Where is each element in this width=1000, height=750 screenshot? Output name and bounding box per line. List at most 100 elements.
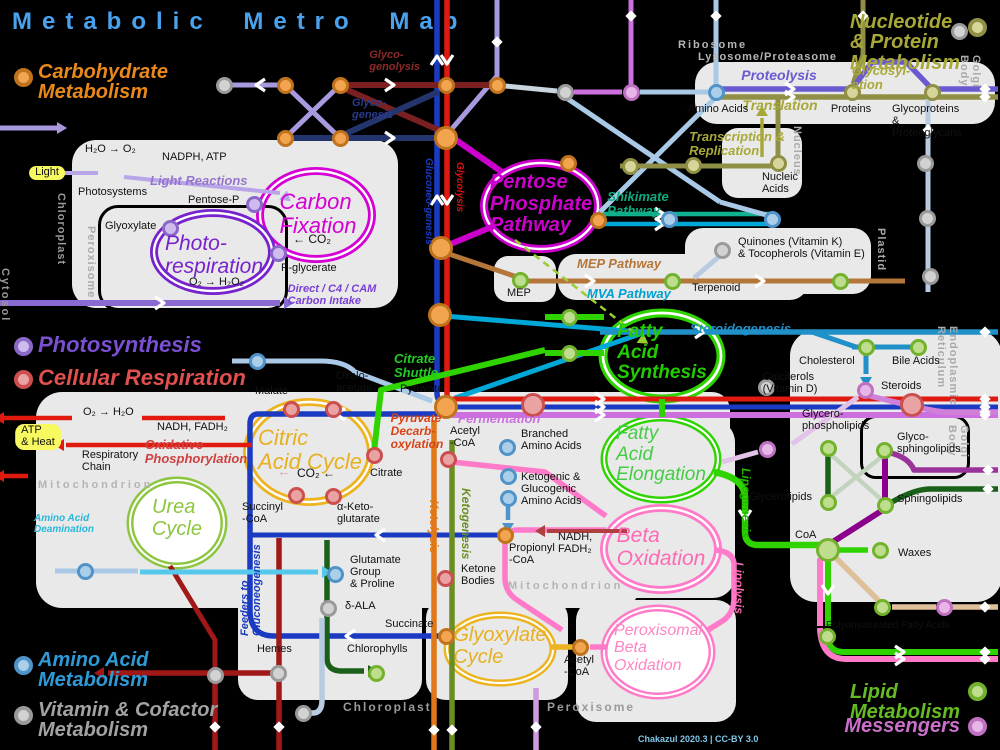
legend-label: Carbohydrate Metabolism bbox=[38, 61, 169, 104]
map-label: Chloroplast bbox=[343, 700, 432, 714]
map-label: MEP bbox=[507, 287, 531, 299]
station bbox=[950, 22, 968, 40]
map-label: Respiratory Chain bbox=[81, 449, 139, 473]
station bbox=[909, 338, 927, 356]
map-label: Light bbox=[29, 166, 65, 180]
map-label: ← bbox=[277, 463, 291, 479]
station bbox=[713, 241, 731, 259]
map-label: Glutamate Group & Proline bbox=[350, 554, 401, 590]
station bbox=[819, 493, 837, 511]
station bbox=[215, 76, 233, 94]
map-label: Malate bbox=[255, 385, 289, 397]
map-label: Amino Acids bbox=[687, 103, 749, 115]
map-label: Photosystems bbox=[78, 186, 148, 198]
station bbox=[819, 439, 837, 457]
station bbox=[935, 598, 953, 616]
map-label: CO₂ ← bbox=[297, 466, 335, 480]
map-label: O₂ → H₂O₂ bbox=[189, 276, 244, 288]
station bbox=[319, 599, 337, 617]
legend-circle bbox=[968, 682, 987, 701]
map-label: Cholesterol bbox=[799, 355, 855, 367]
station bbox=[769, 154, 787, 172]
map-label: ATP & Heat bbox=[15, 424, 61, 450]
station bbox=[707, 83, 725, 101]
map-label: Light Reactions bbox=[150, 173, 248, 188]
map-label: Nucleic Acids bbox=[761, 171, 799, 195]
map-label: Waxes bbox=[898, 547, 932, 559]
station bbox=[663, 272, 681, 290]
station bbox=[560, 308, 578, 326]
station bbox=[871, 541, 889, 559]
map-label: Glyco- genesis bbox=[352, 97, 393, 121]
map-label: Pentose Phosphate Pathway bbox=[489, 171, 593, 237]
station bbox=[873, 598, 891, 616]
station bbox=[161, 219, 179, 237]
map-label: Glyoxylate Cycle bbox=[453, 624, 547, 668]
map-label: Urea Cycle bbox=[151, 496, 203, 540]
station bbox=[499, 489, 517, 507]
station bbox=[900, 393, 924, 417]
station bbox=[757, 378, 775, 396]
map-label: Transcription & Replication bbox=[689, 129, 785, 159]
map-label: Glycosyl- ation bbox=[851, 63, 911, 93]
legend-circle bbox=[968, 717, 987, 736]
map-label: Pyruvate bbox=[400, 383, 444, 395]
map-label: Citrate bbox=[370, 467, 403, 479]
map-label: Fatty Acid Synthesis bbox=[617, 321, 707, 384]
map-label: Proteins bbox=[830, 103, 872, 115]
map-label: Pyruvate Decarb- oxylation bbox=[390, 411, 444, 451]
station bbox=[367, 664, 385, 682]
station bbox=[916, 154, 934, 172]
station bbox=[324, 487, 342, 505]
map-label: Pentose-P bbox=[188, 194, 240, 206]
station bbox=[857, 338, 875, 356]
station bbox=[556, 83, 574, 101]
map-label: NADPH, ATP bbox=[162, 151, 227, 163]
legend-circle bbox=[968, 18, 987, 37]
map-label: Fatty Acid Elongation bbox=[616, 423, 706, 486]
station bbox=[434, 395, 458, 419]
map-label: Ketone Bodies bbox=[461, 563, 496, 587]
map-label: Shikimate Pathway bbox=[607, 189, 669, 219]
map-label: Citric Acid Cycle bbox=[258, 425, 362, 474]
station bbox=[437, 76, 455, 94]
map-label: Carbon Fixation bbox=[279, 189, 357, 238]
station bbox=[818, 627, 836, 645]
map-label: MVA Pathway bbox=[587, 286, 671, 301]
map-label: O₂ → H₂O bbox=[83, 406, 134, 418]
map-label: Cytosol bbox=[0, 268, 11, 323]
station bbox=[498, 438, 516, 456]
map-label: Steroids bbox=[881, 380, 922, 392]
station bbox=[856, 381, 874, 399]
station bbox=[684, 156, 702, 174]
map-label: Mitochondrion bbox=[508, 580, 624, 592]
station bbox=[622, 83, 640, 101]
map-label: NADH, FADH₂ bbox=[157, 421, 228, 433]
station bbox=[831, 272, 849, 290]
station bbox=[560, 344, 578, 362]
map-label: Lipogenesis bbox=[739, 468, 753, 539]
legend-label: Messengers bbox=[844, 715, 960, 737]
station bbox=[876, 496, 894, 514]
map-label: Branched Amino Acids bbox=[521, 428, 582, 452]
station bbox=[521, 393, 545, 417]
map-label: Succinyl -CoA bbox=[242, 501, 283, 525]
compartment-box bbox=[558, 254, 808, 300]
map-title: Metabolic Metro Map bbox=[12, 8, 468, 35]
station bbox=[76, 562, 94, 580]
station bbox=[287, 486, 305, 504]
station bbox=[269, 244, 287, 262]
map-label: Propionyl -CoA bbox=[509, 542, 555, 566]
legend-circle bbox=[14, 656, 33, 675]
map-label: Polyunsaturated Fatty Acids bbox=[826, 620, 950, 631]
map-label: Plastid bbox=[875, 228, 887, 272]
map-label: Direct / C4 / CAM Carbon Intake bbox=[287, 283, 377, 307]
station bbox=[428, 303, 452, 327]
map-label: Bile Acids bbox=[892, 355, 940, 367]
map-label: Gluconeo-genesis bbox=[423, 158, 434, 245]
legend-circle bbox=[14, 370, 33, 389]
legend-circle bbox=[14, 706, 33, 725]
map-label: Hemes bbox=[257, 643, 292, 655]
legend-circle bbox=[14, 337, 33, 356]
